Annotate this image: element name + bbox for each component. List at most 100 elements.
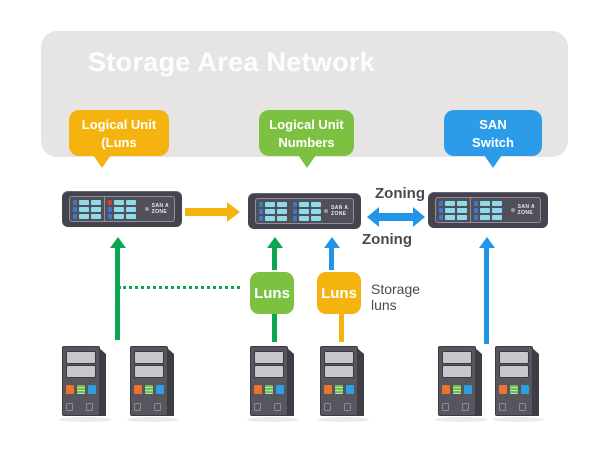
port-cell xyxy=(311,208,321,214)
drive-bay xyxy=(442,365,472,378)
port-cell xyxy=(492,207,502,213)
port-cell xyxy=(439,207,443,213)
san-switch-device: SAN A ZONE xyxy=(428,192,548,228)
port-cell xyxy=(265,201,275,207)
status-led-icon xyxy=(510,208,515,212)
lun-arrow-head-icon xyxy=(324,237,340,248)
storage-array-device-2: SAN A ZONE xyxy=(248,193,361,229)
lun-box-orange: Luns xyxy=(317,272,361,314)
server-led-row xyxy=(134,385,164,394)
port-cell xyxy=(474,200,478,206)
callout-line: Logical Unit xyxy=(81,117,157,132)
server-front-panel xyxy=(130,346,168,416)
switch-label-line2: ZONE xyxy=(151,209,168,215)
status-led-icon xyxy=(324,209,328,213)
callout-logical-unit-luns: Logical Unit (Luns xyxy=(69,110,169,168)
port-cell xyxy=(480,200,490,206)
port-cell xyxy=(259,215,263,221)
port-icon xyxy=(324,403,331,411)
uplink-arrow-left xyxy=(115,248,120,340)
server-side-panel xyxy=(98,347,106,416)
port-cell xyxy=(457,207,467,213)
port-cell xyxy=(126,213,136,219)
uplink-arrow-head-icon xyxy=(479,237,495,248)
led-green-icon xyxy=(335,385,343,394)
server-led-row xyxy=(499,385,529,394)
switch-faceplate: SAN A ZONE xyxy=(255,198,354,224)
zoning-label-bottom: Zoning xyxy=(362,231,412,248)
lun-arrow-blue xyxy=(329,248,334,270)
lun-arrow-head-icon xyxy=(267,237,283,248)
server-side-panel xyxy=(286,347,294,416)
port-cell xyxy=(299,208,309,214)
switch-label-area: SAN A ZONE xyxy=(505,204,537,217)
server-led-row xyxy=(324,385,354,394)
server-tower xyxy=(247,343,299,422)
switch-label-line2: ZONE xyxy=(517,210,534,216)
server-front-panel xyxy=(320,346,358,416)
server-front-panel xyxy=(438,346,476,416)
zoning-label-top: Zoning xyxy=(375,185,425,202)
status-led-icon xyxy=(144,207,149,211)
drive-bay xyxy=(499,365,529,378)
port-cell xyxy=(114,206,124,212)
server-shadow xyxy=(247,417,299,422)
switch-label-line1: SAN A xyxy=(331,204,349,211)
callout-san-switch: SAN Switch xyxy=(444,110,542,168)
zoning-arrow-shaft xyxy=(379,213,413,221)
server-side-panel xyxy=(356,347,364,416)
panel-divider xyxy=(470,198,471,222)
port-icon xyxy=(499,403,506,411)
led-blue-icon xyxy=(521,385,529,394)
port-icon xyxy=(134,403,141,411)
led-green-icon xyxy=(265,385,273,394)
callout-logical-unit-numbers: Logical Unit Numbers xyxy=(259,110,354,168)
server-front-panel xyxy=(495,346,533,416)
port-cell xyxy=(265,208,275,214)
port-icon xyxy=(442,403,449,411)
port-grid xyxy=(439,200,467,220)
callout-line: Numbers xyxy=(278,134,335,150)
switch-label: SAN A ZONE xyxy=(152,203,169,216)
port-cell xyxy=(91,206,101,212)
led-blue-icon xyxy=(156,385,164,394)
port-grid xyxy=(293,201,321,221)
led-green-icon xyxy=(510,385,518,394)
callout-line: Switch xyxy=(472,134,514,150)
led-orange-icon xyxy=(254,385,262,394)
zoning-arrow-right-head-icon xyxy=(413,207,425,227)
port-cell xyxy=(114,199,124,205)
switch-label: SAN A ZONE xyxy=(518,204,535,217)
port-cell xyxy=(293,208,297,214)
uplink-arrow-right xyxy=(484,248,489,344)
port-cell xyxy=(108,206,112,212)
lun-server-link-green xyxy=(272,314,277,342)
port-cell xyxy=(277,201,287,207)
port-cell xyxy=(445,207,455,213)
drive-bay xyxy=(66,365,96,378)
port-icon xyxy=(66,403,73,411)
port-cell xyxy=(277,215,287,221)
port-cell xyxy=(445,200,455,206)
port-cell xyxy=(79,206,89,212)
server-port-row xyxy=(442,403,469,411)
storage-luns-line1: Storage xyxy=(371,281,421,297)
drive-bay xyxy=(442,351,472,364)
drive-bay xyxy=(66,351,96,364)
lun-server-link-orange xyxy=(339,314,344,342)
port-cell xyxy=(126,199,136,205)
port-cell xyxy=(299,201,309,207)
led-orange-icon xyxy=(66,385,74,394)
drive-bay xyxy=(324,365,354,378)
switch-faceplate: SAN A ZONE xyxy=(69,196,175,222)
led-green-icon xyxy=(145,385,153,394)
port-cell xyxy=(445,214,455,220)
panel-divider xyxy=(104,197,105,221)
port-cell xyxy=(311,215,321,221)
storage-luns-line2: luns xyxy=(371,297,397,314)
port-cell xyxy=(474,214,478,220)
server-front-panel xyxy=(62,346,100,416)
server-shadow xyxy=(317,417,369,422)
port-cell xyxy=(439,200,443,206)
